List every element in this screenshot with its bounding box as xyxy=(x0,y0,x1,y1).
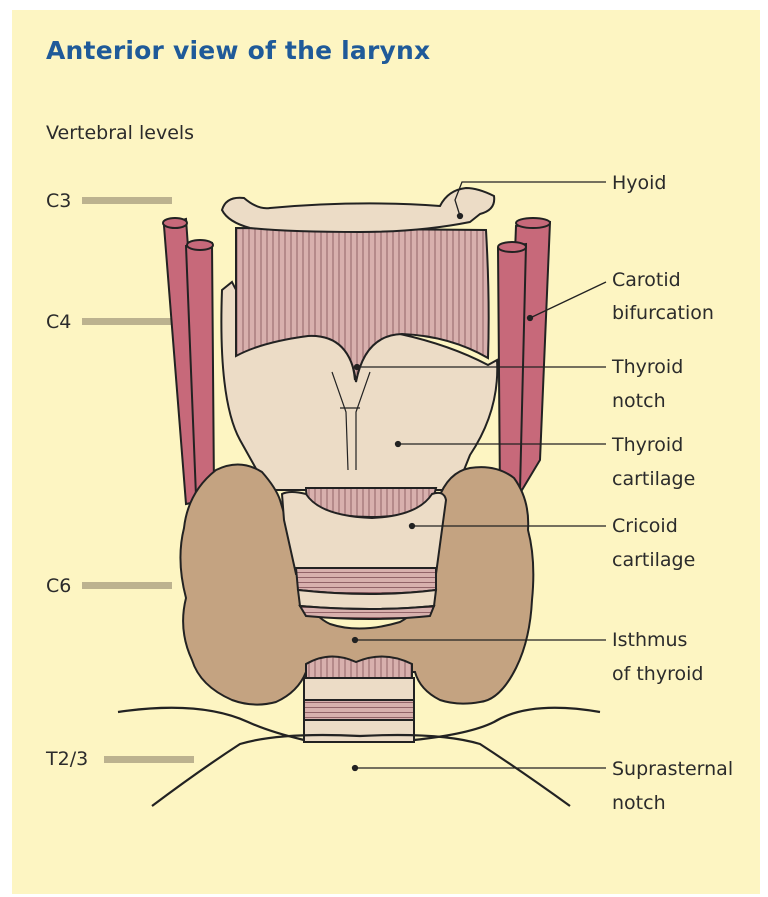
label-suprasternal-1: Suprasternal xyxy=(612,752,733,786)
label-thyroid-cartilage-1: Thyroid xyxy=(612,428,683,462)
label-isthmus-2: of thyroid xyxy=(612,657,703,691)
label-bifurcation: bifurcation xyxy=(612,296,714,330)
label-thyroid-cartilage-2: cartilage xyxy=(612,462,695,496)
label-suprasternal-2: notch xyxy=(612,786,666,820)
label-thyroid-notch-1: Thyroid xyxy=(612,350,683,384)
label-isthmus-1: Isthmus xyxy=(612,623,687,657)
label-cricoid-1: Cricoid xyxy=(612,509,678,543)
label-cricoid-2: cartilage xyxy=(612,543,695,577)
label-carotid: Carotid xyxy=(612,263,681,297)
label-hyoid: Hyoid xyxy=(612,166,667,200)
hyoid-bone xyxy=(222,188,494,232)
label-thyroid-notch-2: notch xyxy=(612,384,666,418)
